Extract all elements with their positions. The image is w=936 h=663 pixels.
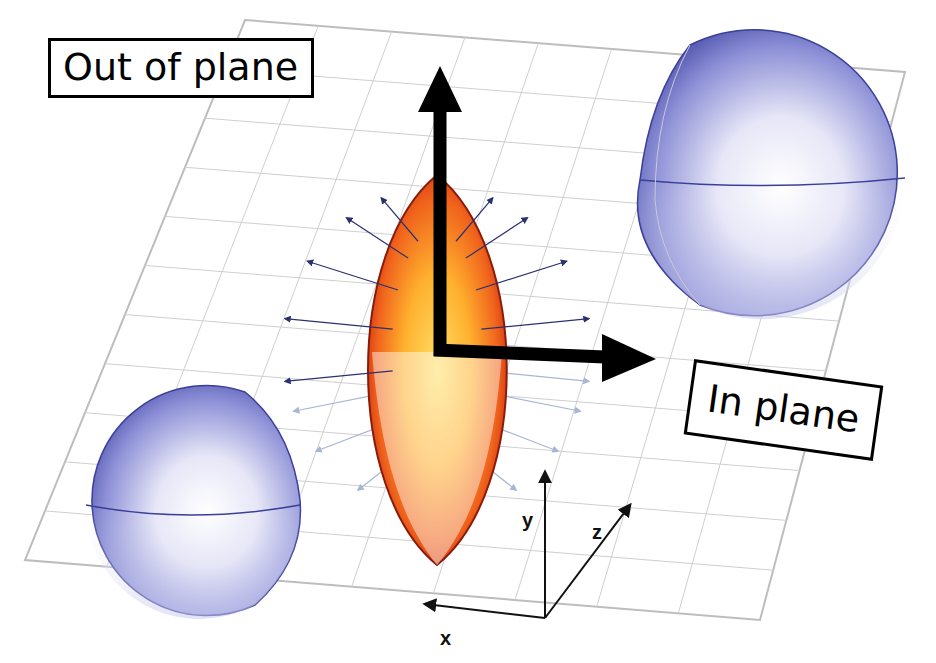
direction-arrows	[418, 66, 656, 382]
nucleus-right	[638, 30, 906, 319]
axis-label: x	[440, 628, 451, 648]
nucleus-left	[85, 386, 301, 620]
nucleus-shade	[638, 178, 905, 319]
grid-line	[352, 43, 539, 587]
arrow-head	[602, 334, 656, 382]
z-axis	[545, 505, 630, 618]
flow-arrow	[476, 261, 567, 290]
flow-arrow	[285, 319, 393, 329]
arrow-shaft	[434, 108, 447, 356]
y-axis	[544, 472, 546, 618]
box-label: Out of plane	[63, 47, 298, 89]
flow-arrow	[481, 319, 589, 329]
axis-label: z	[592, 522, 602, 542]
box-label: In plane	[705, 379, 862, 442]
nucleus-shade	[85, 500, 301, 619]
axis-label: y	[522, 510, 533, 530]
plane-outline	[25, 20, 905, 620]
reaction-plane-grid	[25, 20, 905, 620]
arrow-shaft	[434, 350, 605, 357]
equator-line	[640, 178, 905, 186]
flow-arrow	[456, 198, 493, 241]
flow-arrow	[466, 218, 528, 258]
arrow-head	[418, 66, 462, 112]
almond-below-plane	[372, 352, 502, 565]
cut-edge	[655, 45, 700, 305]
equator-line	[86, 505, 300, 515]
x-axis	[425, 604, 545, 618]
flow-arrow	[285, 371, 393, 381]
flow-arrow	[381, 198, 418, 241]
label-box: Out of plane	[48, 38, 314, 98]
axes	[425, 472, 630, 618]
flow-arrow	[347, 218, 409, 258]
flow-arrow	[307, 261, 398, 290]
